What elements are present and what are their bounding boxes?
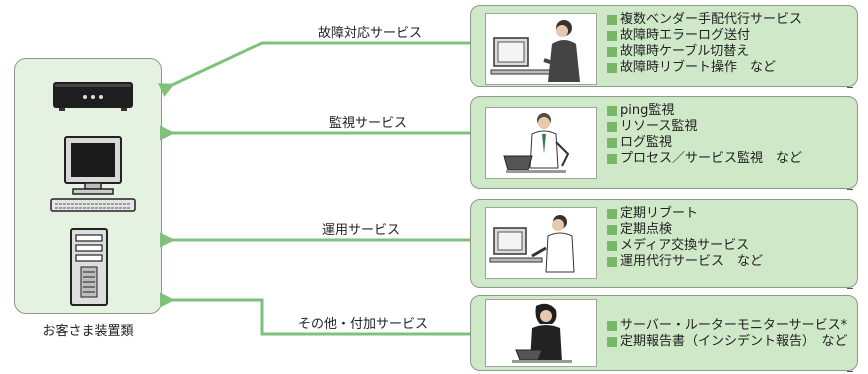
service-box-operation: 定期リブート 定期点検 メディア交換サービス 運用代行サービス など bbox=[470, 199, 858, 289]
list-item: 定期報告書（インシデント報告） など bbox=[607, 334, 848, 350]
list-item: 複数ベンダー手配代行サービス bbox=[607, 12, 802, 28]
service-box-monitoring: ping監視 リソース監視 ログ監視 プロセス／サービス監視 など bbox=[470, 96, 858, 190]
arrow-fault-response bbox=[157, 41, 470, 97]
service-label-monitoring: 監視サービス bbox=[329, 116, 408, 131]
service-label-other: その他・付加サービス bbox=[298, 317, 429, 332]
list-item: 故障時ケーブル切替え bbox=[607, 44, 802, 60]
list-item: ping監視 bbox=[607, 103, 802, 119]
service-items-fault: 複数ベンダー手配代行サービス 故障時エラーログ送付 故障時ケーブル切替え 故障時… bbox=[607, 12, 802, 76]
desktop-computer-icon bbox=[50, 136, 136, 212]
person-at-computer-icon bbox=[485, 13, 597, 85]
devices-illustration bbox=[50, 82, 136, 306]
service-items-operation: 定期リブート 定期点検 メディア交換サービス 運用代行サービス など bbox=[607, 206, 763, 270]
service-items-other: サーバー・ルーターモニターサービス* 定期報告書（インシデント報告） など bbox=[607, 318, 848, 350]
list-item: メディア交換サービス bbox=[607, 238, 763, 254]
service-box-fault: 複数ベンダー手配代行サービス 故障時エラーログ送付 故障時ケーブル切替え 故障時… bbox=[470, 5, 858, 88]
list-item: 故障時リブート操作 など bbox=[607, 60, 802, 76]
list-item: 定期点検 bbox=[607, 222, 763, 238]
person-at-computer-icon bbox=[485, 107, 597, 179]
customer-devices-panel bbox=[14, 58, 162, 314]
arrow-other bbox=[160, 292, 470, 336]
list-item: プロセス／サービス監視 など bbox=[607, 151, 802, 167]
router-icon bbox=[53, 82, 133, 111]
list-item: リソース監視 bbox=[607, 119, 802, 135]
service-label-operation: 運用サービス bbox=[322, 223, 401, 238]
person-at-computer-icon bbox=[485, 207, 597, 279]
service-box-other: サーバー・ルーターモニターサービス* 定期報告書（インシデント報告） など bbox=[470, 295, 858, 372]
list-item: 定期リブート bbox=[607, 206, 763, 222]
list-item: 運用代行サービス など bbox=[607, 254, 763, 270]
list-item: 故障時エラーログ送付 bbox=[607, 28, 802, 44]
service-items-monitoring: ping監視 リソース監視 ログ監視 プロセス／サービス監視 など bbox=[607, 103, 802, 167]
devices-caption: お客さま装置類 bbox=[42, 324, 134, 339]
tower-server-icon bbox=[70, 228, 108, 306]
list-item: サーバー・ルーターモニターサービス* bbox=[607, 318, 848, 334]
service-label-fault: 故障対応サービス bbox=[318, 26, 423, 41]
list-item: ログ監視 bbox=[607, 135, 802, 151]
person-at-computer-icon bbox=[485, 299, 597, 367]
